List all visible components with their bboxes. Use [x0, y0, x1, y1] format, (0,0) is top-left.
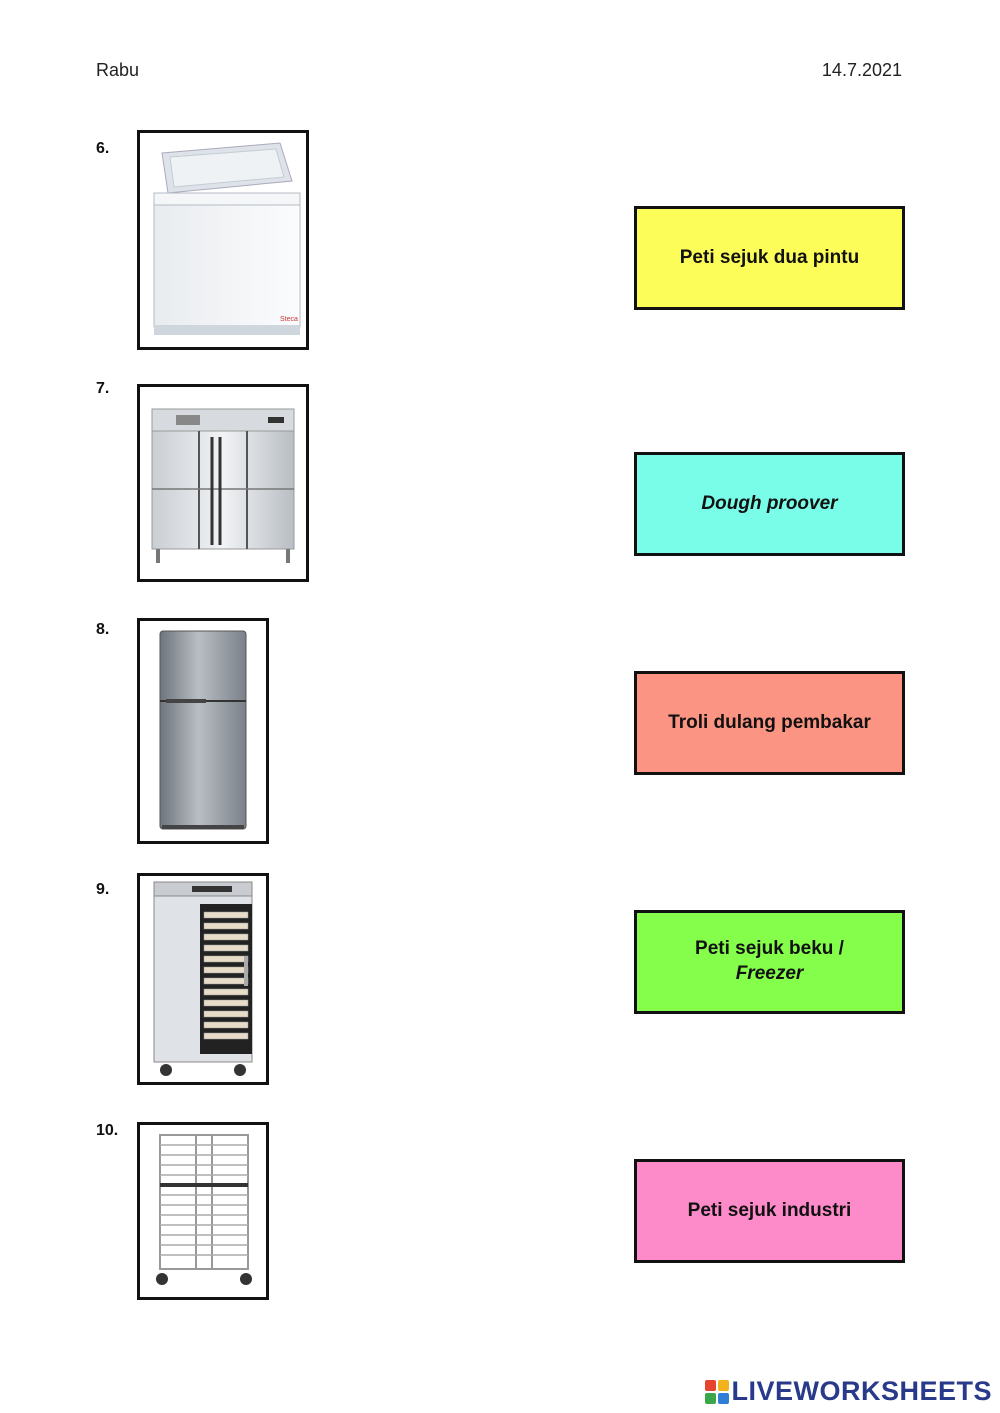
- item-number: 6.: [96, 140, 110, 157]
- card-label: Peti sejuk dua pintu: [679, 246, 860, 268]
- item-number: 7.: [96, 380, 110, 397]
- chest-freezer-icon[interactable]: Steca: [137, 130, 309, 350]
- card-label: Peti sejuk beku /: [695, 938, 844, 960]
- answer-card[interactable]: Dough proover: [634, 452, 905, 556]
- card-label: Dough proover: [701, 492, 838, 514]
- answer-card[interactable]: Peti sejuk dua pintu: [634, 206, 905, 310]
- baking-tray-trolley-icon[interactable]: [137, 1122, 269, 1300]
- item-number: 9.: [96, 881, 110, 898]
- liveworksheets-logo[interactable]: LIVEWORKSHEETS: [705, 1376, 992, 1407]
- two-door-fridge-icon[interactable]: [137, 618, 269, 844]
- card-label-italic: Freezer: [735, 963, 804, 984]
- brand-name: LIVEWORKSHEETS: [731, 1376, 992, 1406]
- answer-card[interactable]: Peti sejuk industri: [634, 1159, 905, 1263]
- day-label: Rabu: [96, 60, 140, 80]
- item-number: 8.: [96, 621, 110, 638]
- item-number: 10.: [96, 1122, 119, 1139]
- answer-card[interactable]: Troli dulang pembakar: [634, 671, 905, 775]
- svg-text:Steca: Steca: [280, 316, 298, 323]
- answer-card[interactable]: Peti sejuk beku / Freezer: [634, 910, 905, 1014]
- card-label: Peti sejuk industri: [687, 1199, 852, 1221]
- dough-proover-icon[interactable]: [137, 873, 269, 1085]
- date-label: 14.7.2021: [821, 60, 902, 80]
- logo-mark-icon: [705, 1379, 730, 1404]
- card-label: Troli dulang pembakar: [668, 711, 871, 733]
- industrial-fridge-icon[interactable]: [137, 384, 309, 582]
